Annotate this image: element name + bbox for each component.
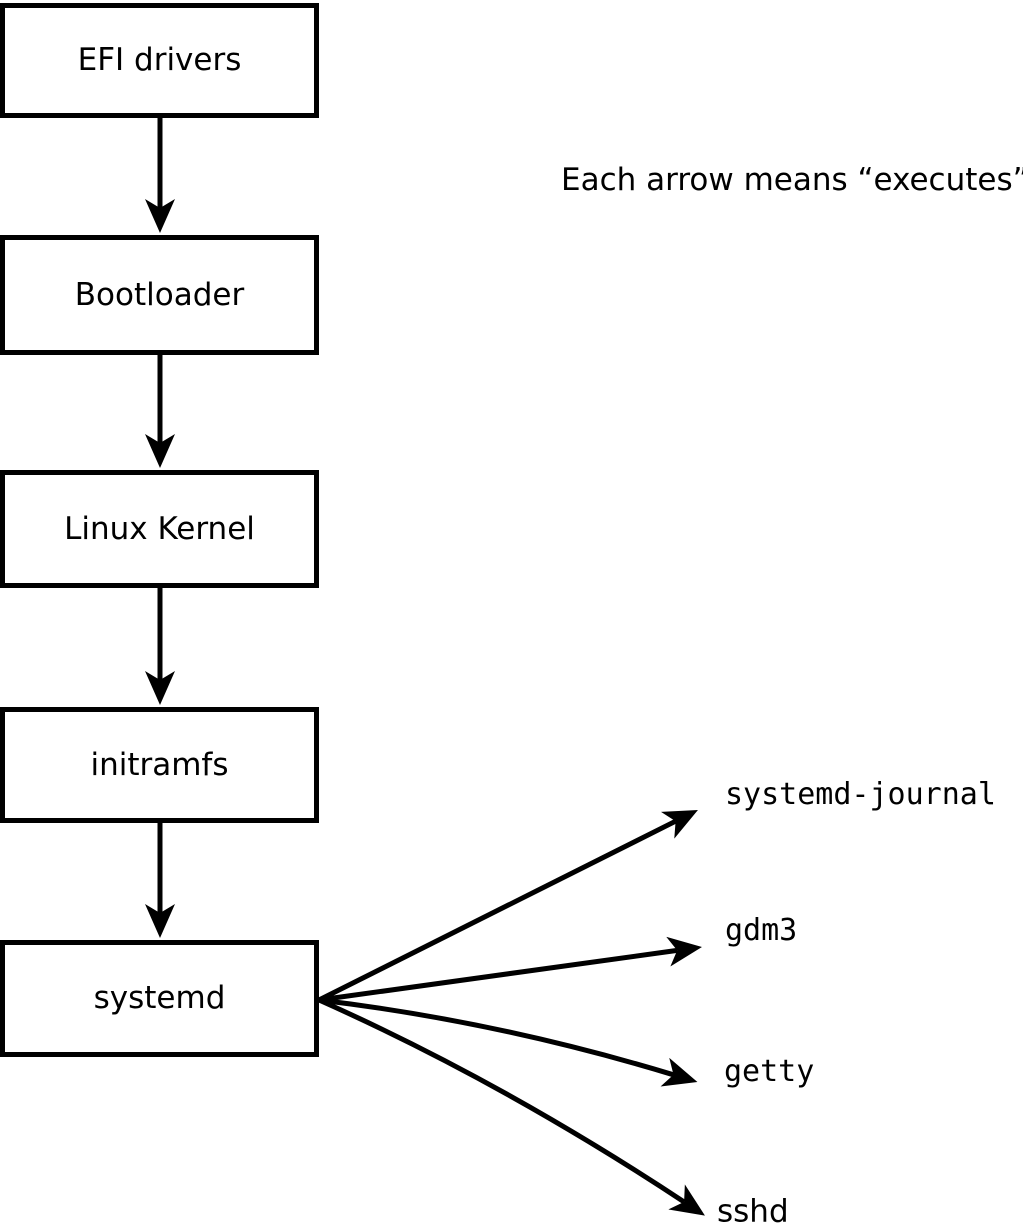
node-box-linux-kernel: Linux Kernel [0,470,319,588]
target-label-systemd-journal: systemd-journal [725,777,996,812]
target-label-gdm3: gdm3 [725,913,798,948]
node-box-efi-drivers: EFI drivers [0,3,319,118]
node-box-bootloader: Bootloader [0,235,319,355]
node-box-initramfs: initramfs [0,707,319,823]
node-box-systemd: systemd [0,940,319,1057]
node-label-efi-drivers: EFI drivers [77,42,242,78]
target-label-getty: getty [724,1054,815,1089]
target-label-sshd: sshd [717,1193,789,1230]
node-label-linux-kernel: Linux Kernel [64,510,255,547]
arrow-systemd-to-systemd-journal [317,809,698,1003]
arrow-systemd-to-getty [318,997,698,1087]
arrow-systemd-to-sshd [317,997,705,1216]
arrow-meaning-note: Each arrow means “executes”. [561,162,1023,198]
node-label-systemd: systemd [93,980,226,1016]
node-label-initramfs: initramfs [90,746,229,783]
arrow-systemd-to-gdm3 [318,936,702,1003]
node-label-bootloader: Bootloader [74,276,245,313]
